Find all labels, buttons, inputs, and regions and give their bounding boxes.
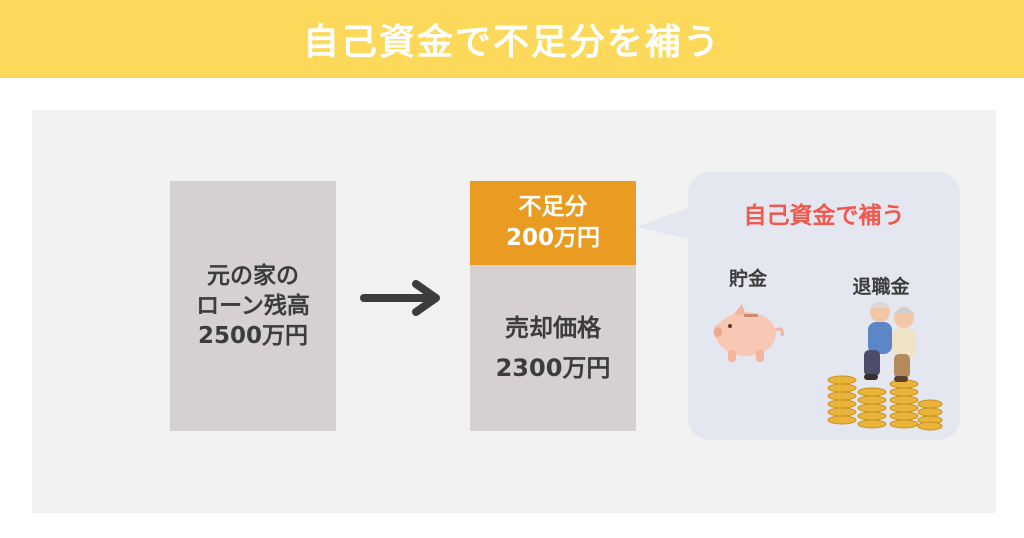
title-bar: 自己資金で不足分を補う — [0, 0, 1024, 78]
loan-balance-text: 元の家の ローン残高 2500万円 — [196, 263, 310, 349]
own-funds-title: 自己資金で補う — [743, 203, 905, 229]
sale-price-label: 売却価格 — [505, 314, 601, 342]
retirement-label: 退職金 — [852, 276, 910, 298]
speech-bubble-tail — [636, 205, 696, 241]
loan-balance-box: 元の家の ローン残高 2500万円 — [170, 181, 336, 431]
shortfall-amount: 200万円 — [505, 225, 600, 251]
savings-label: 貯金 — [728, 268, 767, 290]
arrow-right-icon — [360, 280, 440, 316]
piggy-bank-icon — [713, 304, 784, 362]
shortfall-box: 不足分 200万円 — [470, 181, 636, 265]
page-title: 自己資金で不足分を補う — [302, 22, 721, 63]
own-funds-bubble — [688, 172, 960, 440]
sale-price-box: 売却価格 2300万円 — [470, 265, 636, 431]
senior-couple-on-coins-icon — [827, 302, 943, 431]
sale-price-amount: 2300万円 — [495, 354, 611, 382]
shortfall-label: 不足分 — [518, 194, 588, 220]
